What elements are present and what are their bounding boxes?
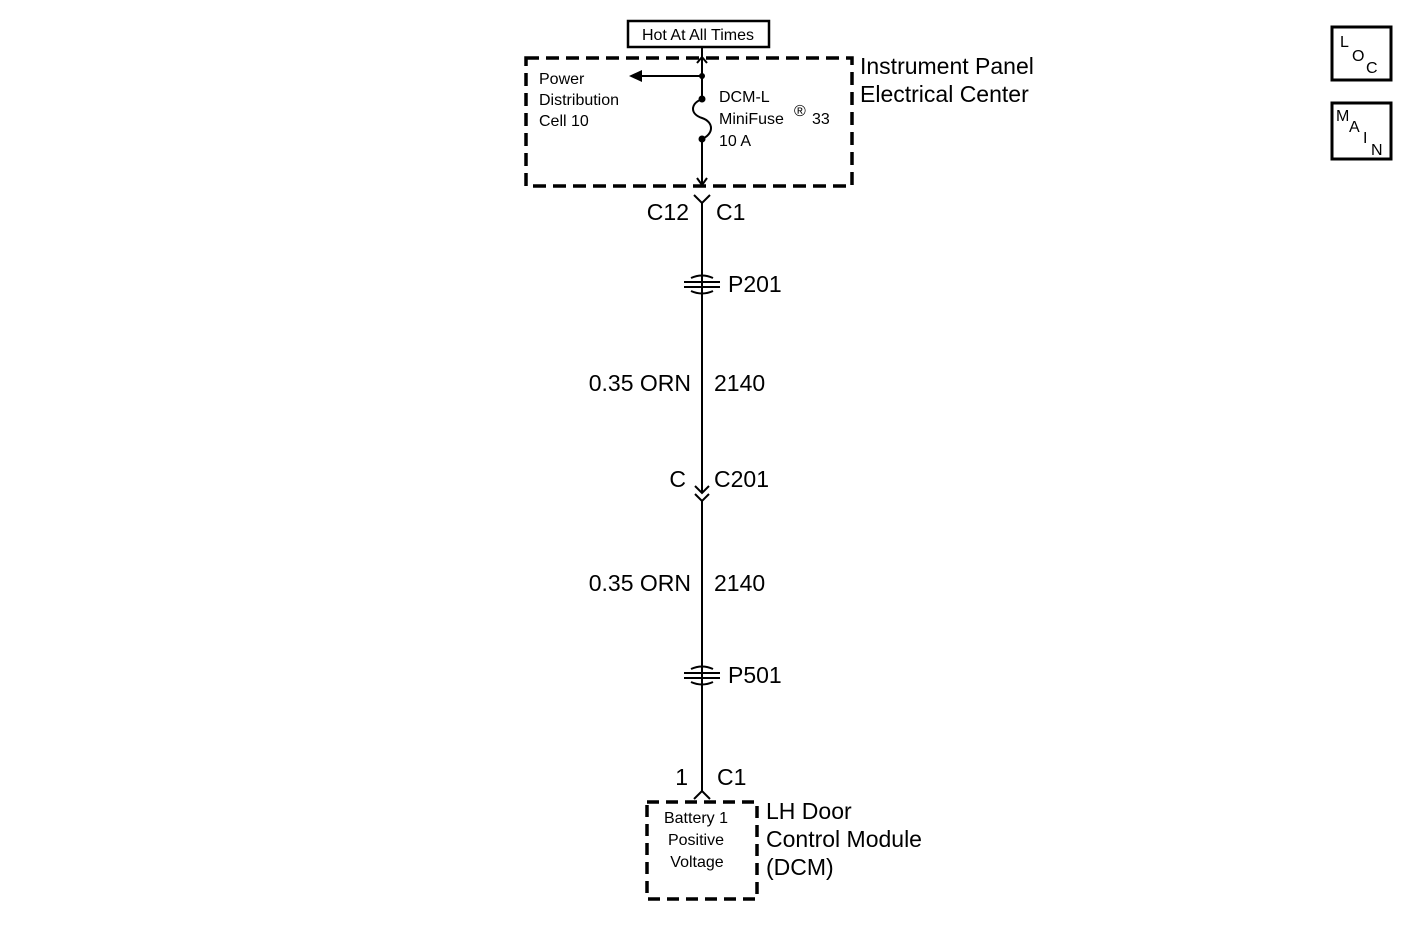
loc-letter-o: O bbox=[1352, 48, 1364, 65]
c201-connector-icon-2 bbox=[694, 493, 710, 503]
p201-grommet-icon bbox=[684, 274, 720, 295]
dcm-box bbox=[645, 800, 759, 901]
loc-button-frame bbox=[1330, 25, 1393, 82]
main-letter-i: I bbox=[1363, 130, 1367, 147]
loc-letter-c: C bbox=[1366, 60, 1378, 77]
ipec-title-line1: Instrument Panel bbox=[860, 53, 1034, 79]
dcm-inner-line1: Battery 1 bbox=[664, 810, 728, 827]
loc-button[interactable]: L O C bbox=[1330, 25, 1393, 82]
main-button-frame bbox=[1330, 101, 1393, 161]
fuse-number: 33 bbox=[812, 111, 830, 128]
dcm-connector-pin: 1 bbox=[675, 764, 688, 790]
fuse-icon bbox=[692, 95, 712, 143]
wire1-size-color: 0.35 ORN bbox=[589, 370, 691, 396]
dcm-title-line2: Control Module bbox=[766, 826, 922, 852]
pdc-label-line1: Power bbox=[539, 71, 585, 88]
main-button[interactable]: M A I N bbox=[1330, 101, 1393, 161]
pdc-label-line2: Distribution bbox=[539, 92, 619, 109]
main-letter-m: M bbox=[1336, 108, 1349, 125]
loc-letter-l: L bbox=[1340, 34, 1349, 51]
ipec-box bbox=[524, 56, 854, 188]
power-source-text: Hot At All Times bbox=[642, 27, 754, 44]
splice-dot bbox=[699, 73, 705, 79]
c201-id: C201 bbox=[714, 466, 769, 492]
wire2-circuit: 2140 bbox=[714, 570, 765, 596]
fuse-type: MiniFuse bbox=[719, 111, 784, 128]
source-arrow-up bbox=[696, 55, 708, 64]
c201-connector-icon bbox=[694, 485, 710, 495]
dcm-connector-icon bbox=[693, 789, 711, 800]
dcm-title-line3: (DCM) bbox=[766, 854, 834, 880]
pdc-arrow-icon bbox=[629, 70, 642, 82]
wire1-circuit: 2140 bbox=[714, 370, 765, 396]
ipec-connector-id: C1 bbox=[716, 199, 745, 225]
p501-label: P501 bbox=[728, 662, 782, 688]
p201-label: P201 bbox=[728, 271, 782, 297]
ipec-connector-icon bbox=[693, 194, 711, 205]
fuse-name: DCM-L bbox=[719, 89, 770, 106]
main-letter-n: N bbox=[1371, 142, 1383, 159]
fuse-rating: 10 A bbox=[719, 133, 751, 150]
registered-mark-icon: ® bbox=[794, 103, 806, 120]
dcm-connector-id: C1 bbox=[717, 764, 746, 790]
p501-grommet-icon bbox=[684, 665, 720, 686]
power-source-label: Hot At All Times bbox=[626, 19, 771, 49]
power-source-box bbox=[626, 19, 771, 49]
dcm-inner-line2: Positive bbox=[668, 832, 724, 849]
pdc-label-line3: Cell 10 bbox=[539, 113, 589, 130]
fuse-output-arrow bbox=[696, 177, 708, 187]
ipec-title-line2: Electrical Center bbox=[860, 81, 1029, 107]
main-letter-a: A bbox=[1349, 119, 1360, 136]
dcm-title-line1: LH Door bbox=[766, 798, 852, 824]
c201-pin: C bbox=[669, 466, 686, 492]
wire2-size-color: 0.35 ORN bbox=[589, 570, 691, 596]
dcm-inner-line3: Voltage bbox=[670, 854, 723, 871]
ipec-connector-pin: C12 bbox=[647, 199, 689, 225]
